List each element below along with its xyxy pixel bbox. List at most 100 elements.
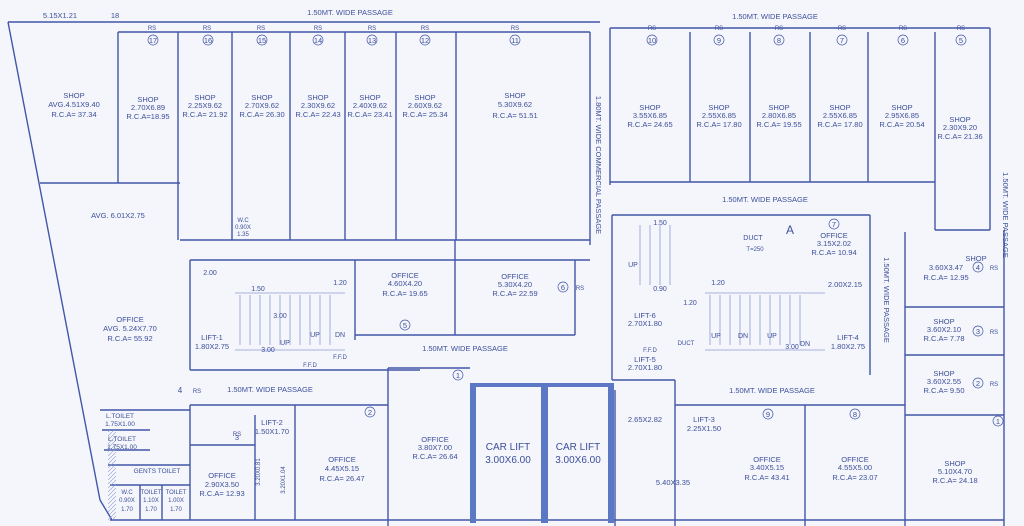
dim-label: 1.20 [333, 280, 347, 287]
room-rca: R.C.A= 22.43 [295, 110, 340, 119]
room-num: 4 [976, 263, 980, 272]
room-dim: 3.40X5.15 [750, 463, 784, 472]
room-dim: 2.30X9.62 [301, 101, 335, 110]
wc-small-dim: 1.35 [237, 232, 249, 238]
toilet-dim: 1.75X1.00 [105, 421, 135, 428]
room-dim: 4.55X5.00 [838, 463, 872, 472]
lift-name: LIFT-6 [634, 311, 656, 320]
room-dim: 4.60X4.20 [388, 279, 422, 288]
room-rca: R.C.A= 19.65 [382, 289, 427, 298]
room-dim: 2.95X6.85 [885, 111, 919, 120]
room-rca: R.C.A= 24.65 [627, 120, 672, 129]
room-name: OFFICE [116, 315, 144, 324]
room-num: 1 [996, 417, 1000, 426]
wc-small-dim: 0.90X [235, 225, 251, 231]
lift-dim: 1.80X2.75 [195, 342, 229, 351]
duct-label: DUCT [678, 341, 695, 347]
rs-tag: RS [957, 26, 965, 32]
room-rca: R.C.A= 7.78 [923, 334, 964, 343]
toilet-dim: 1.75X1.00 [107, 444, 137, 451]
rs-tag: RS [775, 26, 783, 32]
rs-tag: RS [715, 26, 723, 32]
room-rca: R.C.A= 25.34 [402, 110, 447, 119]
dim-label: 1.20 [711, 280, 725, 287]
rs-tag: RS [257, 26, 265, 32]
room-num: 6 [561, 283, 565, 292]
room-num: 5 [403, 321, 407, 330]
room-rca: R.C.A= 24.18 [932, 476, 977, 485]
room-dim: 5.30X4.20 [498, 280, 532, 289]
room-num: 7 [840, 36, 844, 45]
dim-label: 3.20X1.04 [281, 466, 287, 494]
room-name: OFFICE [391, 271, 419, 280]
room-name: OFFICE [328, 455, 356, 464]
room-rca: R.C.A= 20.54 [879, 120, 924, 129]
rs-tag: RS [648, 26, 656, 32]
room-name: SHOP [137, 95, 158, 104]
section-marker-a: A [786, 223, 794, 237]
room-rca: R.C.A= 51.51 [492, 111, 537, 120]
number-circles [147, 34, 1004, 427]
toilet-dim: 1.00X [168, 498, 184, 504]
passage-top-left: 1.50MT. WIDE PASSAGE [307, 8, 393, 17]
room-dim: 2.25X9.62 [188, 101, 222, 110]
room-dim: 3.80X7.00 [418, 443, 452, 452]
room-name: SHOP [251, 93, 272, 102]
dn-label: DN [738, 333, 748, 340]
toilet-name: TOILET [166, 490, 187, 496]
room-dim: 2.55X6.85 [823, 111, 857, 120]
dim-label: 1.50 [251, 286, 265, 293]
room-dim: AVG. 6.01X2.75 [91, 211, 145, 220]
room-dim: 5.30X9.62 [498, 100, 532, 109]
dim-label: 1.20 [683, 300, 697, 307]
dim-label: 3.00 [273, 313, 287, 320]
ffd-label: F.F.D [303, 363, 317, 369]
room-num: 1 [456, 371, 460, 380]
car-lift-dim: 3.00X6.00 [555, 455, 601, 466]
room-dim: 2.70X9.62 [245, 101, 279, 110]
room-name: OFFICE [820, 231, 848, 240]
dim-label: 3.00 [261, 347, 275, 354]
lift-name: LIFT-4 [837, 333, 859, 342]
room-num: 10 [648, 36, 656, 45]
room-num: 3 [976, 327, 980, 336]
room-name: SHOP [414, 93, 435, 102]
lift-name: LIFT-1 [201, 333, 223, 342]
car-lift-name: CAR LIFT [556, 442, 600, 453]
room-rca: R.C.A= 21.92 [182, 110, 227, 119]
rs-tag: RS [838, 26, 846, 32]
room-dim: 2.40X9.62 [353, 101, 387, 110]
corner-num-label: 18 [111, 11, 119, 20]
room-dim: AVG.4.51X9.40 [48, 100, 100, 109]
room-num: 17 [149, 36, 157, 45]
room-dim: 2.00X2.15 [828, 280, 862, 289]
room-dim: 5.10X4.70 [938, 467, 972, 476]
ffd-label: F.F.D [333, 355, 347, 361]
rs-tag: RS [990, 330, 998, 336]
room-dim: 3.60X3.47 [929, 263, 963, 272]
passage-top-right: 1.50MT. WIDE PASSAGE [732, 12, 818, 21]
room-num: 4 [178, 386, 183, 395]
lift-dim: 1.80X2.75 [831, 342, 865, 351]
room-name: SHOP [639, 103, 660, 112]
toilet-name: W.C [121, 490, 133, 496]
room-num: 12 [421, 36, 429, 45]
lift-name: LIFT-2 [261, 418, 283, 427]
room-num: 8 [853, 410, 857, 419]
lift-dim: 2.70X1.80 [628, 363, 662, 372]
stair-left [235, 292, 345, 351]
room-rca: R.C.A= 26.30 [239, 110, 284, 119]
room-rca: R.C.A= 37.34 [51, 110, 96, 119]
room-dim: 5.40X3.35 [656, 478, 690, 487]
room-dim: 3.55X6.85 [633, 111, 667, 120]
room-rca: R.C.A= 17.80 [817, 120, 862, 129]
rs-tag: RS [511, 26, 519, 32]
room-rca: R.C.A= 21.36 [937, 132, 982, 141]
room-dim: 2.55X6.85 [702, 111, 736, 120]
room-name: SHOP [307, 93, 328, 102]
toilet-name: L.TOILET [106, 413, 134, 420]
dim-label: 3.00 [785, 344, 799, 351]
room-dim: 2.60X9.62 [408, 101, 442, 110]
room-name: SHOP [63, 91, 84, 100]
